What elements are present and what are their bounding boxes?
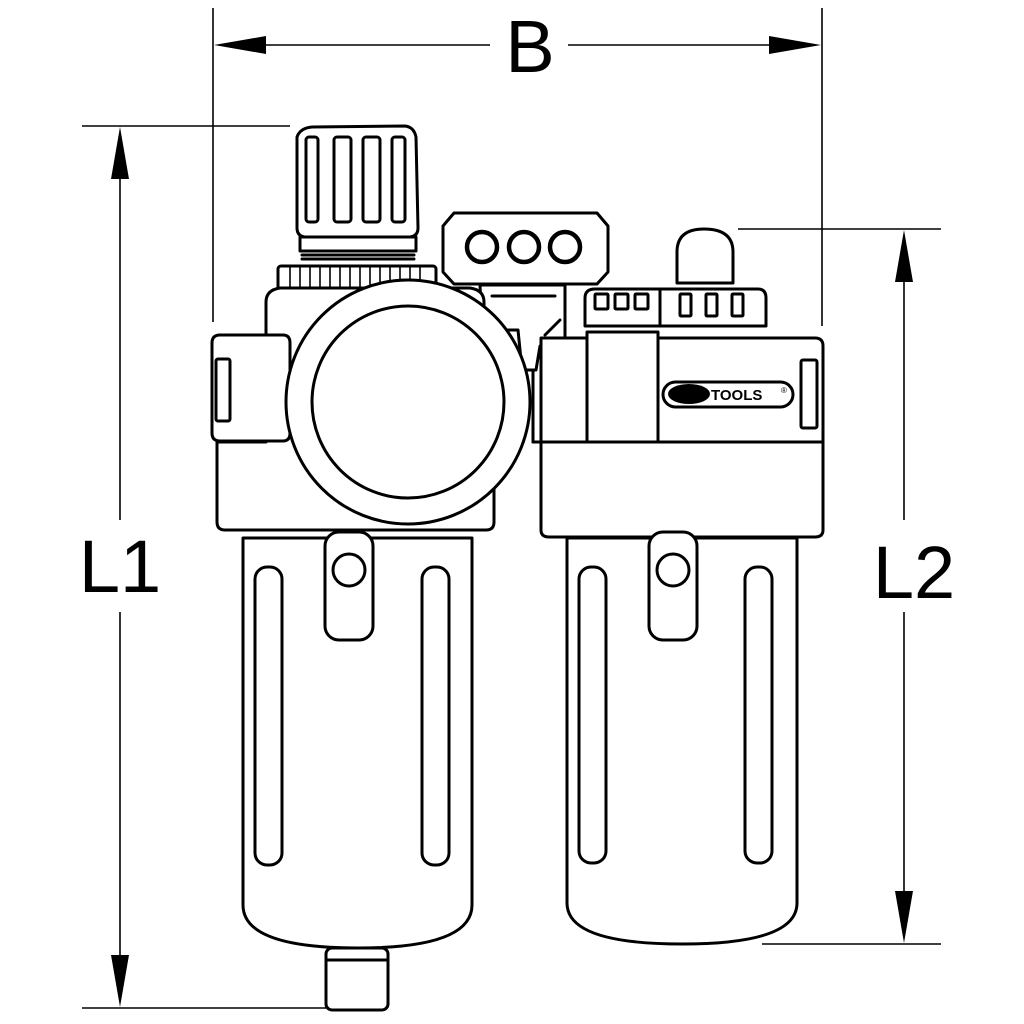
port-circle-left: [464, 229, 500, 265]
bowl-latch-left: [331, 552, 367, 588]
dimension-l1: L1: [79, 125, 330, 1009]
filter-bowl: [241, 530, 474, 1012]
sight-glass-left-a: [253, 565, 284, 867]
pressure-gauge-bezel: [284, 278, 532, 526]
sight-glass-right-b: [743, 565, 774, 865]
lubricator-bowl: [565, 530, 799, 946]
dimension-b: B: [212, 5, 823, 326]
drain-valve: [324, 946, 390, 1012]
connector-block: [441, 211, 610, 444]
dimension-l1-label: L1: [79, 525, 161, 608]
port-circle-right: [547, 229, 583, 265]
side-port-left: [214, 357, 232, 423]
sight-glass-right-a: [577, 565, 608, 865]
bowl-latch-right: [655, 552, 691, 588]
lubricator-head: KS TOOLS ®: [539, 227, 825, 539]
dimension-b-label: B: [505, 5, 554, 88]
side-port-right: [799, 358, 819, 430]
dimension-l2-label: L2: [873, 531, 955, 614]
filter-regulator-head: [210, 278, 532, 532]
port-circle-middle: [506, 229, 542, 265]
ks-tools-logo: KS TOOLS ®: [661, 380, 795, 409]
logo-registered-mark: ®: [781, 386, 787, 395]
logo-brand-right: TOOLS: [711, 387, 762, 404]
sight-glass-left-b: [420, 565, 451, 867]
logo-brand-left: KS: [679, 387, 700, 404]
pressure-gauge-face: [310, 304, 506, 500]
dimension-l2: L2: [738, 228, 955, 945]
regulator-knob: [276, 124, 438, 292]
